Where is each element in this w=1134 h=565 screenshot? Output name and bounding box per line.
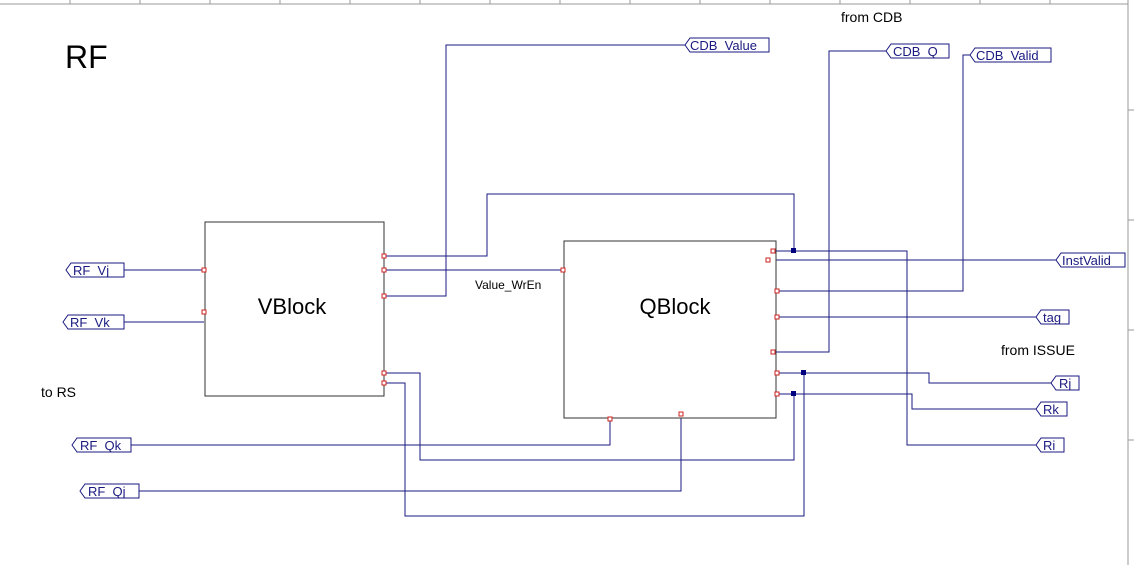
junction-dot: [791, 391, 796, 396]
qblock-pin: [765, 257, 771, 263]
svg-text:RF_Vj: RF_Vj: [73, 263, 109, 278]
port-rf-vk[interactable]: RF_Vk: [62, 314, 125, 330]
junction-dot: [801, 370, 806, 375]
wire-vblock-top-loop: [384, 193, 795, 257]
port-rf-vj[interactable]: RF_Vj: [65, 262, 125, 278]
svg-text:Ri: Ri: [1043, 438, 1055, 453]
qblock-pin: [774, 391, 780, 397]
vblock[interactable]: VBlock: [201, 221, 387, 397]
note-to-rs: to RS: [41, 384, 76, 400]
port-tag[interactable]: tag: [1035, 309, 1070, 325]
wire-vblock-loop-b: [384, 373, 805, 517]
note-from-cdb: from CDB: [841, 9, 902, 25]
qblock-pin: [774, 314, 780, 320]
vblock-label: VBlock: [258, 294, 327, 319]
qblock-pin: [774, 370, 780, 376]
wire-rj: [777, 372, 1055, 384]
qblock-label: QBlock: [640, 294, 712, 319]
qblock-pin: [774, 288, 780, 294]
junctions: [791, 248, 806, 396]
port-cdb-valid[interactable]: CDB_Valid: [969, 47, 1052, 63]
svg-text:CDB_Value: CDB_Value: [690, 38, 757, 53]
port-cdb-q[interactable]: CDB_Q: [885, 43, 950, 59]
wire-cdb-valid: [777, 54, 972, 292]
port-instvalid[interactable]: InstValid: [1055, 252, 1126, 268]
note-from-issue: from ISSUE: [1001, 342, 1075, 358]
vblock-pin: [201, 267, 207, 273]
port-ri[interactable]: Ri: [1035, 437, 1065, 453]
svg-text:RF_Qk: RF_Qk: [80, 438, 122, 453]
sheet-title: RF: [65, 39, 108, 75]
port-rk[interactable]: Rk: [1035, 401, 1068, 417]
svg-text:RF_Vk: RF_Vk: [70, 315, 110, 330]
wires: [124, 44, 1057, 517]
wire-vblock-loop-a: [384, 372, 795, 461]
wire-rf-qk: [131, 420, 611, 446]
wire-qblock-top: [772, 250, 1038, 446]
qblock-pin: [678, 411, 684, 417]
wire-cdb-value: [384, 44, 685, 297]
net-label-value-wren: Value_WrEn: [475, 278, 541, 292]
vblock-pin: [201, 309, 207, 315]
qblock[interactable]: QBlock: [560, 240, 780, 422]
qblock-pin: [770, 349, 776, 355]
qblock-pin: [607, 416, 613, 422]
vblock-pin: [381, 380, 387, 386]
svg-text:CDB_Valid: CDB_Valid: [976, 48, 1039, 63]
wire-cdb-q: [772, 50, 888, 353]
vblock-pin: [381, 370, 387, 376]
svg-text:CDB_Q: CDB_Q: [893, 44, 938, 59]
wire-rk: [777, 393, 1038, 410]
port-rf-qj[interactable]: RF_Qj: [79, 483, 140, 499]
svg-text:InstValid: InstValid: [1062, 253, 1111, 268]
qblock-pin: [770, 248, 776, 254]
svg-text:Rj: Rj: [1059, 376, 1071, 391]
vblock-pin: [381, 293, 387, 299]
port-cdb-value[interactable]: CDB_Value: [684, 37, 770, 53]
vblock-pin: [381, 267, 387, 273]
svg-text:Rk: Rk: [1043, 402, 1059, 417]
junction-dot: [791, 248, 796, 253]
vblock-pin: [381, 253, 387, 259]
svg-text:RF_Qj: RF_Qj: [88, 484, 126, 499]
wire-rf-qj: [139, 414, 682, 492]
qblock-pin: [560, 267, 566, 273]
port-rf-qk[interactable]: RF_Qk: [71, 437, 132, 453]
svg-text:tag: tag: [1043, 310, 1061, 325]
port-rj[interactable]: Rj: [1050, 375, 1080, 391]
